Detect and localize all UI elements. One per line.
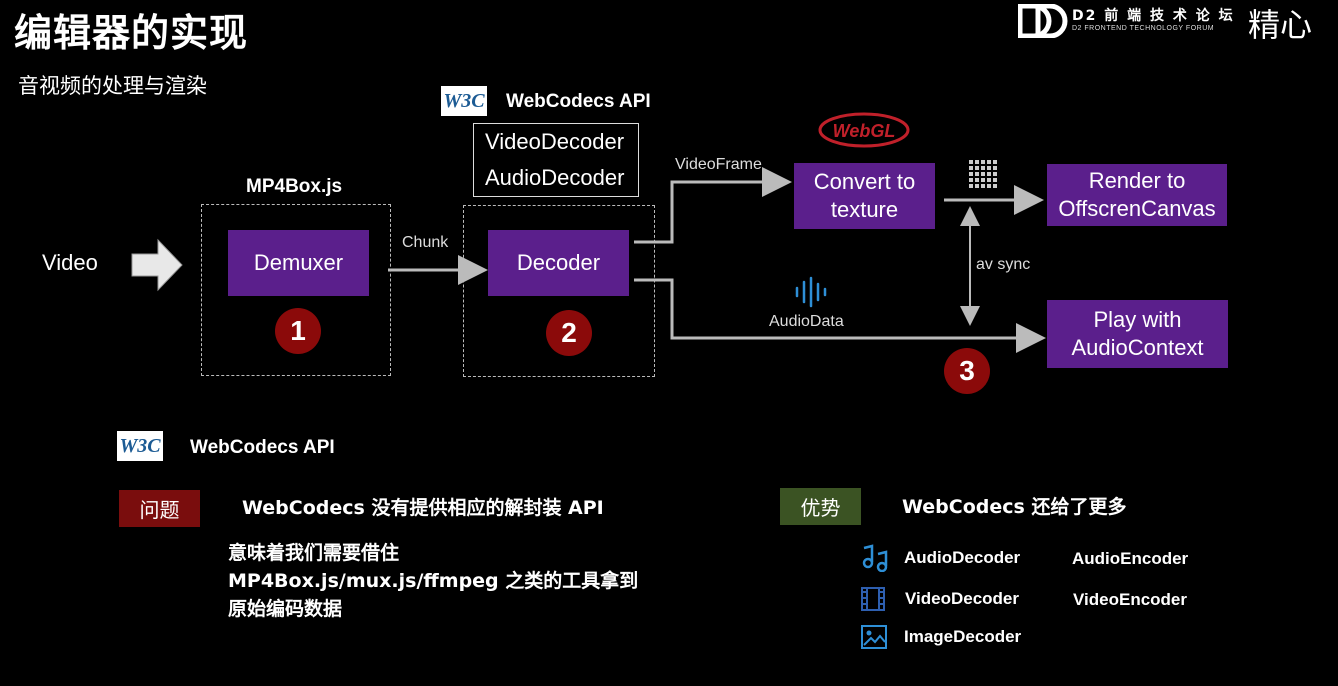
audiodata-arrow: [634, 278, 1046, 353]
play-line1: Play with: [1093, 307, 1182, 332]
corner-text: 精心: [1248, 6, 1313, 44]
chunk-label: Chunk: [402, 234, 449, 251]
render-line1: Render to: [1088, 168, 1186, 193]
step-badge-2: 2: [546, 310, 592, 356]
advantage-tag: 优势: [780, 488, 861, 525]
render-line2: OffscrenCanvas: [1058, 196, 1216, 221]
svg-text:WebGL: WebGL: [833, 121, 896, 141]
mp4box-label: MP4Box.js: [246, 176, 343, 197]
advantage-item-audio-decoder: AudioDecoder: [904, 548, 1021, 567]
problem-tag: 问题: [119, 490, 200, 527]
decoder-types-box: VideoDecoder AudioDecoder: [473, 123, 639, 197]
page-subtitle: 音视频的处理与渲染: [18, 74, 207, 98]
audio-decoder-text: AudioDecoder: [485, 165, 625, 190]
pixel-grid-icon: [969, 160, 997, 188]
advantage-text: WebCodecs 还给了更多: [902, 496, 1127, 518]
convert-line2: texture: [830, 197, 899, 222]
mp4box-group: [201, 204, 391, 376]
convert-line1: Convert to: [813, 169, 916, 194]
audiodata-label: AudioData: [769, 313, 844, 330]
advantage-item-video-encoder: VideoEncoder: [1073, 590, 1187, 609]
logo-subtitle: D2 FRONTEND TECHNOLOGY FORUM: [1072, 25, 1215, 32]
problem-detail: 意味着我们需要借住 MP4Box.js/mux.js/ffmpeg 之类的工具拿…: [228, 539, 638, 623]
video-label: Video: [42, 250, 98, 275]
sound-wave-icon: [795, 276, 827, 308]
render-canvas-box: Render to OffscrenCanvas: [1047, 164, 1227, 226]
problem-line-1: 意味着我们需要借住: [228, 542, 400, 564]
bottom-api-label: WebCodecs API: [190, 437, 335, 458]
music-note-icon: [862, 544, 888, 572]
webcodecs-api-label: WebCodecs API: [506, 91, 651, 112]
play-audiocontext-box: Play with AudioContext: [1047, 300, 1228, 368]
advantage-item-audio-encoder: AudioEncoder: [1072, 549, 1189, 568]
av-sync-label: av sync: [976, 256, 1031, 273]
videoframe-arrow: [634, 167, 792, 244]
problem-line-2: MP4Box.js/mux.js/ffmpeg 之类的工具拿到: [228, 570, 639, 592]
logo-name: D2 前 端 技 术 论 坛: [1072, 8, 1235, 24]
w3c-logo-icon: W3C: [117, 431, 163, 461]
advantage-item-image-decoder: ImageDecoder: [904, 627, 1022, 646]
demuxer-box: Demuxer: [228, 230, 369, 296]
step-badge-1: 1: [275, 308, 321, 354]
convert-texture-box: Convert to texture: [794, 163, 935, 229]
decoder-box: Decoder: [488, 230, 629, 296]
image-icon: [861, 625, 887, 649]
arrow-right-icon: [131, 238, 183, 292]
problem-text: WebCodecs 没有提供相应的解封装 API: [242, 497, 604, 519]
decoder-group: [463, 205, 655, 377]
d2-logo-icon: [1018, 4, 1068, 38]
webgl-logo-icon: WebGL: [818, 112, 910, 148]
advantage-item-video-decoder: VideoDecoder: [905, 589, 1020, 608]
step-badge-3: 3: [944, 348, 990, 394]
w3c-logo-icon: W3C: [441, 86, 487, 116]
film-strip-icon: [861, 587, 885, 611]
play-line2: AudioContext: [1071, 335, 1204, 360]
video-decoder-text: VideoDecoder: [485, 129, 625, 154]
page-title: 编辑器的实现: [14, 11, 249, 55]
problem-line-3: 原始编码数据: [228, 598, 343, 620]
videoframe-label: VideoFrame: [675, 156, 762, 173]
